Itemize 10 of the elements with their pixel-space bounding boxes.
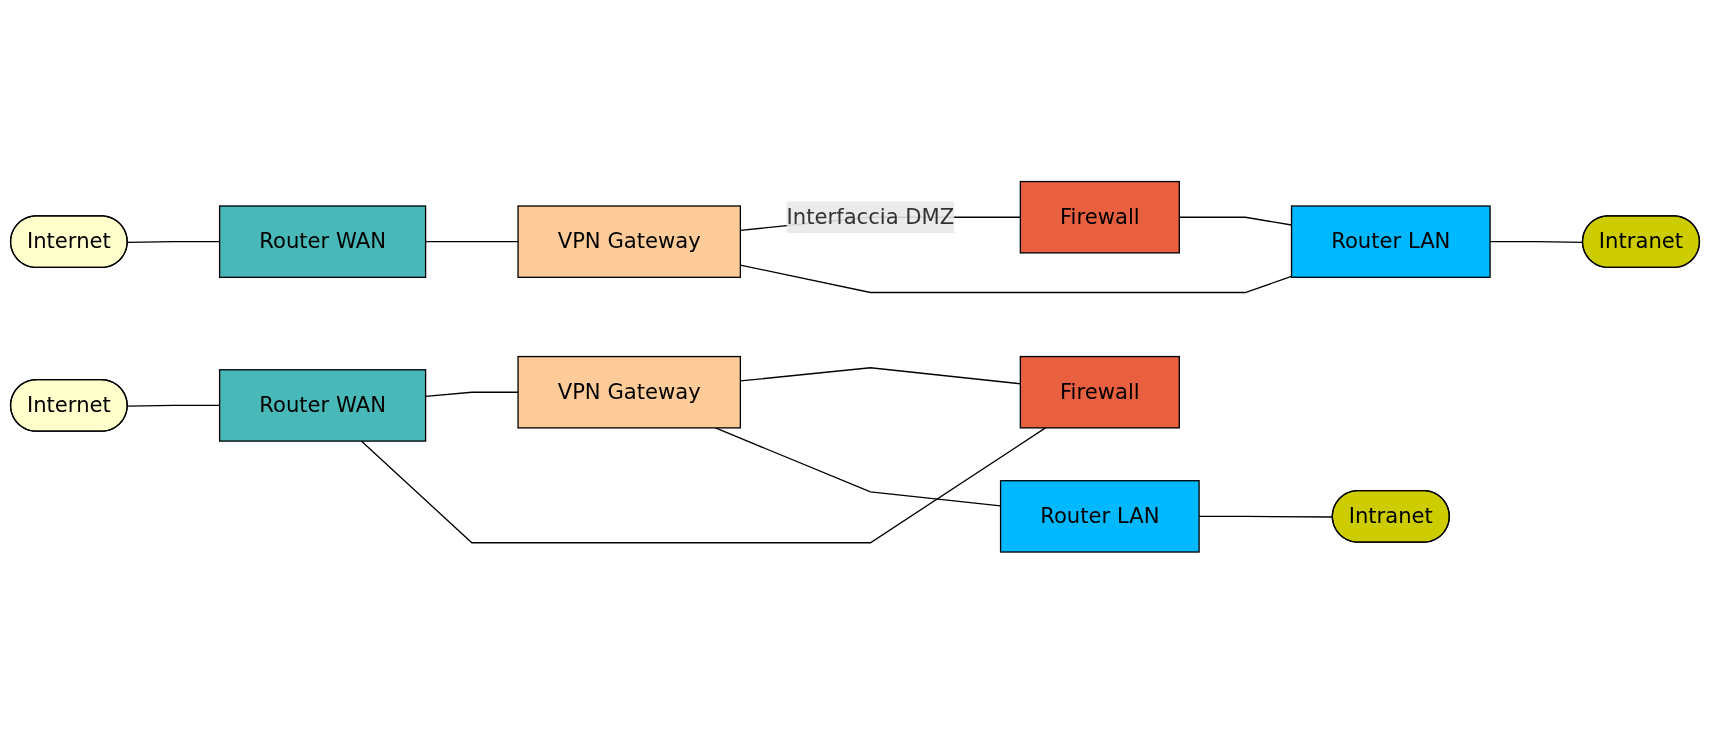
node-box: VPN Gateway	[517, 356, 742, 429]
node-box: Firewall	[1019, 181, 1180, 254]
node-box: Router WAN	[218, 369, 427, 442]
connector	[360, 427, 1047, 544]
node-box: Firewall	[1019, 356, 1180, 429]
node-box: Router LAN	[999, 480, 1200, 553]
edge-label: Interfaccia DMZ	[786, 204, 955, 230]
node-box: Router LAN	[1290, 205, 1491, 279]
node-box: VPN Gateway	[517, 205, 742, 279]
node-box: Router WAN	[218, 205, 427, 279]
